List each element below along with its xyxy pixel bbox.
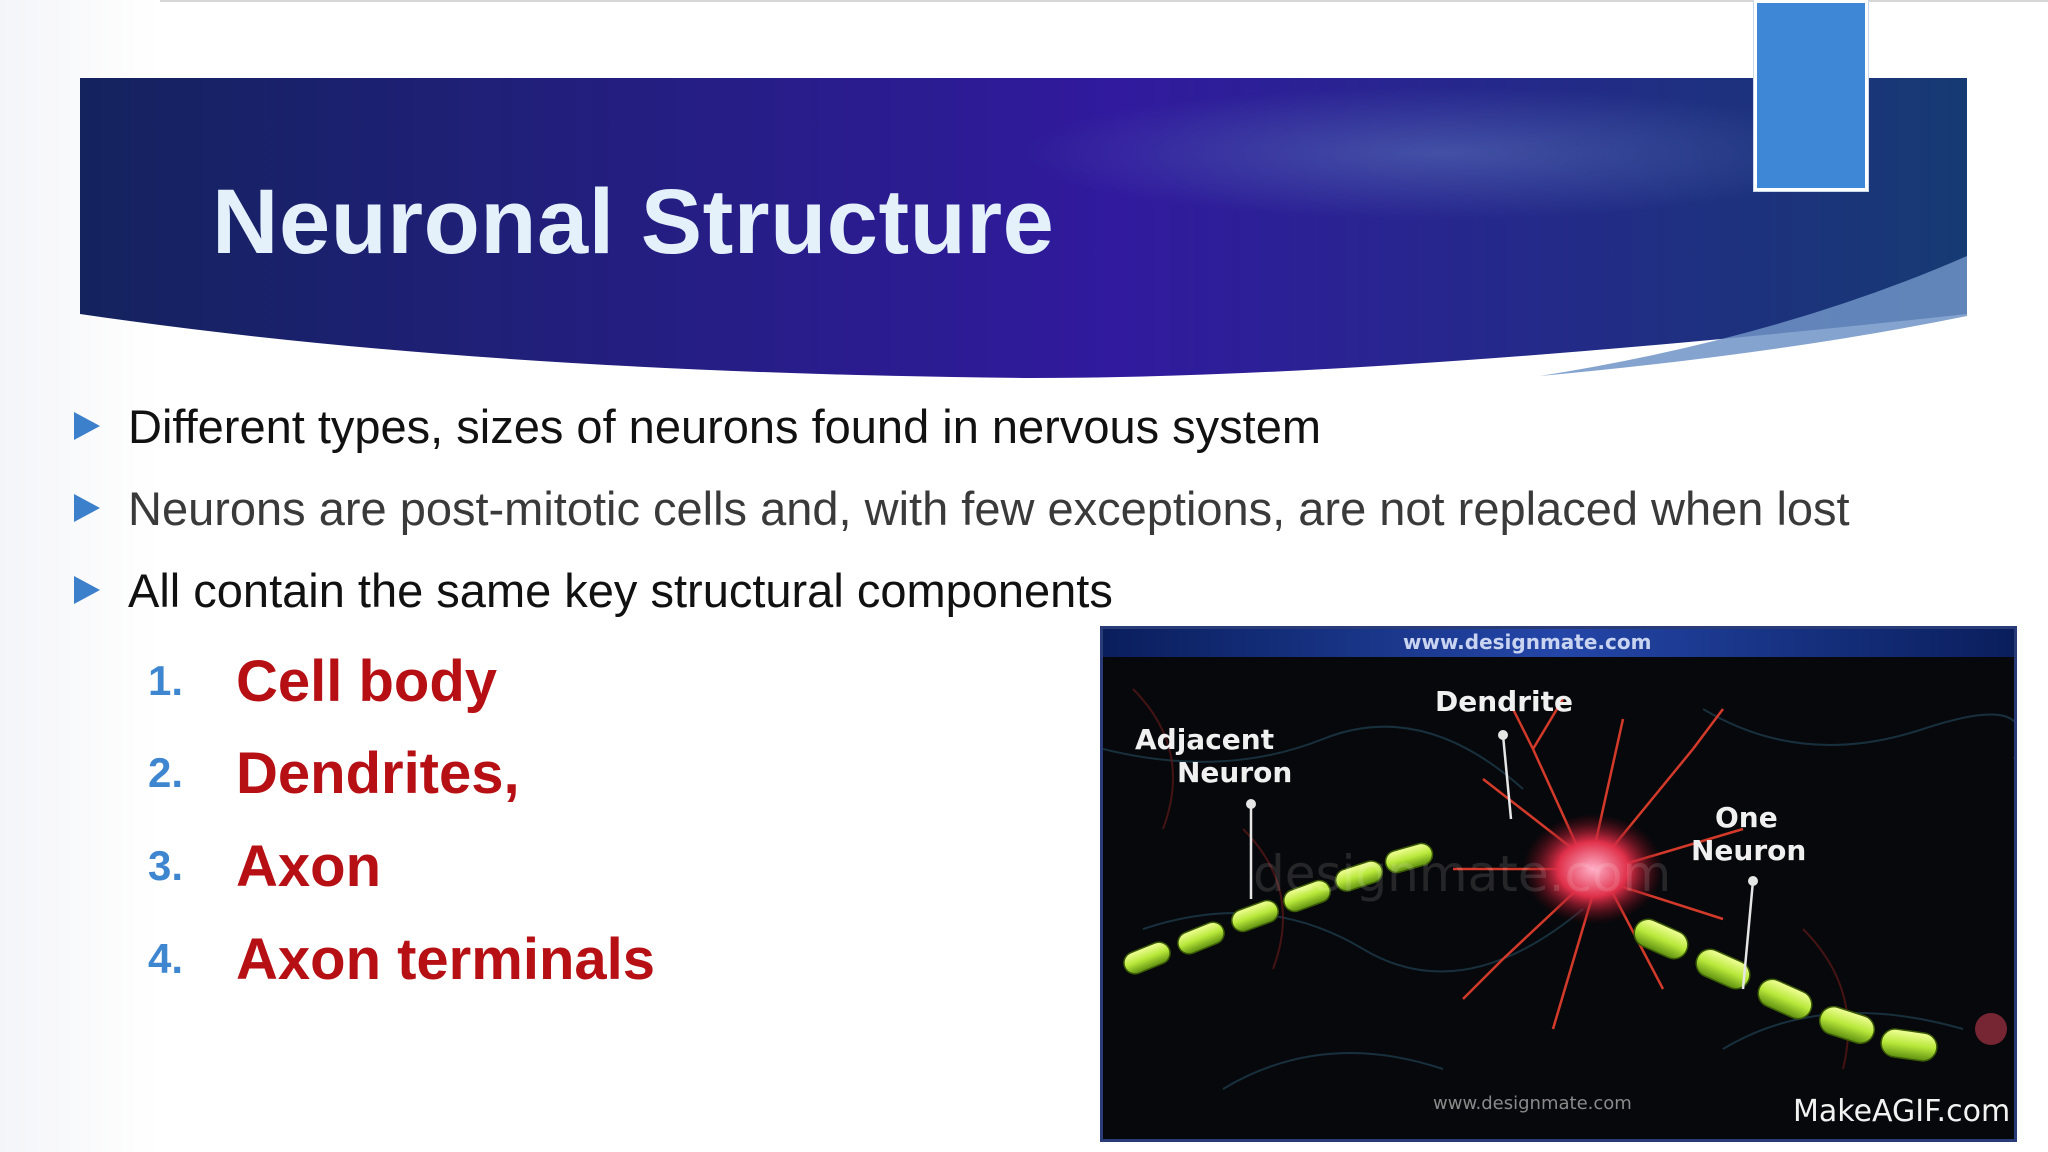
list-number: 1. (148, 657, 184, 704)
bullet-triangle-icon (74, 576, 100, 604)
list-label: Dendrites, (236, 740, 520, 806)
neuron-illustration: Adjacent Neuron Dendrite One Neuron www.… (1100, 626, 2017, 1142)
list-number: 4. (148, 935, 184, 982)
list-label: Cell body (236, 648, 498, 714)
adjacent-label-line2: Neuron (1177, 756, 1292, 789)
slide-title: Neuronal Structure (212, 171, 1055, 273)
accent-tab (1754, 0, 1868, 191)
list-number: 3. (148, 842, 184, 889)
adjacent-label-line1: Adjacent (1135, 723, 1274, 756)
component-list-item: 4. Axon terminals (148, 924, 655, 994)
watermark-top: www.designmate.com (1403, 630, 1651, 654)
bullet-text: All contain the same key structural comp… (128, 563, 1113, 617)
neuron-illustration-svg: Adjacent Neuron Dendrite One Neuron www.… (1103, 629, 2014, 1139)
watermark-bottom: www.designmate.com (1433, 1093, 1632, 1114)
list-label: Axon (236, 833, 381, 899)
bullet-triangle-icon (74, 412, 100, 440)
watermark-center: designmate.com (1253, 845, 1671, 903)
component-list-item: 2. Dendrites, (148, 738, 520, 808)
bullet-text: Neurons are post-mitotic cells and, with… (128, 481, 1850, 535)
makeagif-credit: MakeAGIF.com (1793, 1094, 2010, 1129)
one-neuron-label-line1: One (1715, 801, 1778, 834)
list-label: Axon terminals (236, 926, 655, 992)
bullet-triangle-icon (74, 494, 100, 522)
bullet-text: Different types, sizes of neurons found … (128, 399, 1322, 453)
one-neuron-label-line2: Neuron (1691, 834, 1806, 867)
top-divider (0, 0, 2048, 2)
dendrite-label: Dendrite (1435, 685, 1573, 718)
bullet-item: Neurons are post-mitotic cells and, with… (74, 480, 1850, 536)
bullet-item: All contain the same key structural comp… (74, 562, 1113, 618)
title-banner (80, 78, 1967, 378)
bullet-item: Different types, sizes of neurons found … (74, 398, 1321, 454)
component-list-item: 3. Axon (148, 831, 381, 901)
list-number: 2. (148, 749, 184, 796)
component-list-item: 1. Cell body (148, 646, 497, 716)
